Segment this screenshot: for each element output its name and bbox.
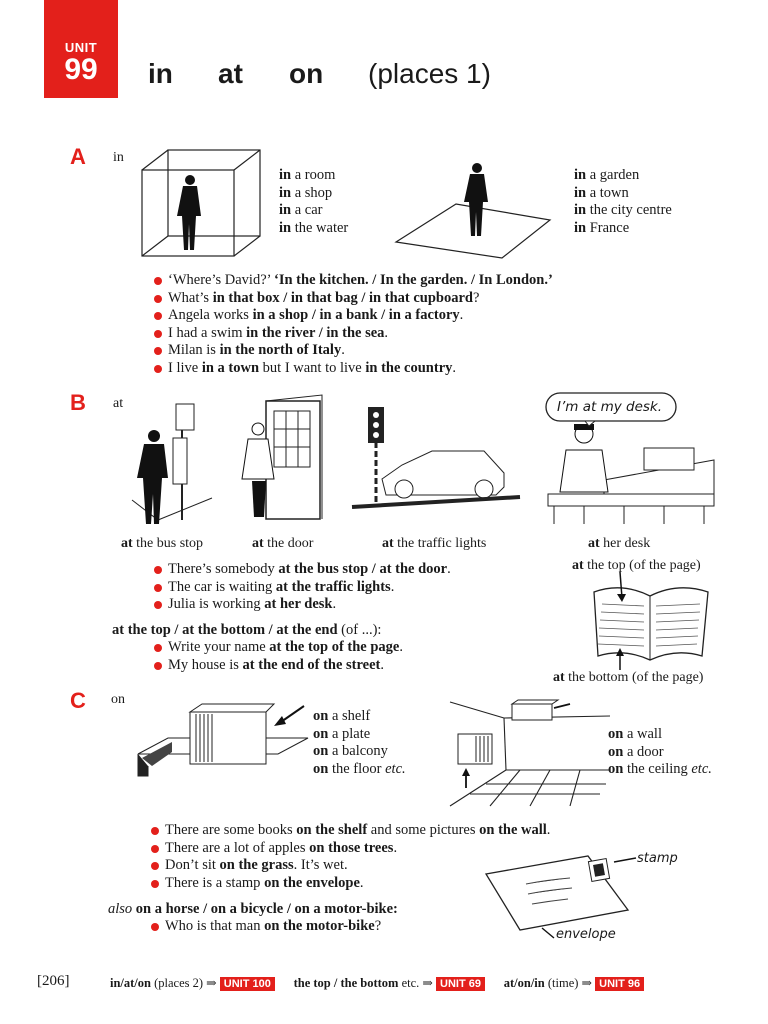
open-book-illustration [593, 571, 709, 670]
section-c-list-1: on a shelf on a plate on a balcony on th… [313, 708, 406, 777]
sentence: There is a stamp on the envelope. [151, 875, 550, 893]
book-bottom-label: at the bottom (of the page) [553, 670, 704, 685]
book-top-label: at the top (of the page) [572, 558, 701, 573]
section-c-letter: C [70, 688, 86, 713]
page-number: [206] [37, 973, 70, 989]
section-a-list-2: in a garden in a town in the city centre… [574, 167, 672, 236]
section-b-letter: B [70, 390, 86, 415]
footer-ref: in/at/on (places 2) ⇒ UNIT 100 [110, 976, 275, 991]
unit-link[interactable]: UNIT 100 [219, 977, 275, 991]
door-illustration [241, 394, 323, 520]
section-b-label: at [113, 396, 124, 411]
section-b-sentences: There’s somebody at the bus stop / at th… [154, 561, 451, 614]
section-a-label: in [113, 150, 124, 165]
sentence: What’s in that box / in that bag / in th… [154, 290, 553, 308]
title-word-on: on [289, 58, 324, 89]
sentence: Julia is working at her desk. [154, 596, 451, 614]
ground-illustration [394, 163, 552, 259]
sentence: Angela works in a shop / in a bank / in … [154, 307, 553, 325]
footer-ref: the top / the bottom etc. ⇒ UNIT 69 [294, 976, 485, 991]
section-a-sentences: ‘Where’s David?’ ‘In the kitchen. / In t… [154, 272, 553, 378]
unit-number: 99 [64, 53, 98, 86]
traffic-lights-illustration [351, 407, 521, 509]
section-b-sentences-2: Write your name at the top of the page. … [154, 639, 403, 674]
section-c-label: on [111, 692, 125, 707]
title-word-in: in [148, 58, 173, 89]
section-c-list-2: on a wall on a door on the ceiling etc. [608, 726, 712, 777]
sentence: There are a lot of apples on those trees… [151, 840, 550, 858]
sentence: Don’t sit on the grass. It’s wet. [151, 857, 550, 875]
sentence: Who is that man on the motor-bike? [151, 918, 381, 936]
sentence: My house is at the end of the street. [154, 657, 403, 675]
sentence: I live in a town but I want to live in t… [154, 360, 553, 378]
caption-door: at the door [252, 536, 314, 551]
unit-badge: UNIT 99 [44, 0, 118, 98]
footer-refs: in/at/on (places 2) ⇒ UNIT 100 the top /… [110, 975, 645, 991]
section-c-also-sentence: Who is that man on the motor-bike? [151, 918, 381, 936]
title-word-at: at [218, 58, 243, 89]
unit-link[interactable]: UNIT 69 [436, 977, 485, 991]
stamp-label: stamp [637, 851, 678, 866]
title-tail: (places 1) [368, 58, 491, 89]
envelope-label: envelope [556, 927, 616, 942]
cube-illustration [141, 149, 261, 257]
footer-ref: at/on/in (time) ⇒ UNIT 96 [504, 976, 645, 991]
unit-label: UNIT [64, 40, 98, 55]
sentence: There are some books on the shelf and so… [151, 822, 550, 840]
sentence: There’s somebody at the bus stop / at th… [154, 561, 451, 579]
sentence: ‘Where’s David?’ ‘In the kitchen. / In t… [154, 272, 553, 290]
unit-link[interactable]: UNIT 96 [595, 977, 645, 991]
speech-bubble [545, 392, 677, 427]
sentence: I had a swim in the river / in the sea. [154, 325, 553, 343]
section-b-subhead: at the top / at the bottom / at the end … [112, 622, 382, 638]
shelf-illustration [137, 703, 309, 777]
caption-bus-stop: at the bus stop [121, 536, 204, 551]
sentence: Write your name at the top of the page. [154, 639, 403, 657]
section-a-letter: A [70, 144, 86, 169]
desk-illustration [547, 424, 715, 524]
section-a-list-1: in a room in a shop in a car in the wate… [279, 167, 349, 236]
room-illustration [449, 699, 611, 807]
speech-text: I’m at my desk. [557, 399, 663, 415]
sentence: Milan is in the north of Italy. [154, 342, 553, 360]
caption-desk: at her desk [588, 536, 651, 551]
section-c-also: also on a horse / on a bicycle / on a mo… [108, 901, 398, 917]
bus-stop-illustration [131, 403, 213, 524]
caption-traffic-lights: at the traffic lights [382, 536, 487, 551]
envelope-illustration [484, 855, 637, 939]
sentence: The car is waiting at the traffic lights… [154, 579, 451, 597]
section-c-sentences: There are some books on the shelf and so… [151, 822, 550, 892]
